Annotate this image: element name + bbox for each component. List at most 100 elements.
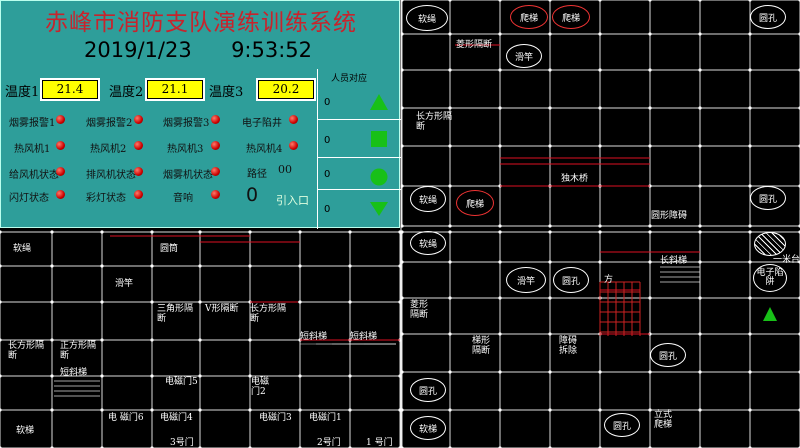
- triangle-down-icon[interactable]: [369, 201, 389, 217]
- staff-count-1: 0: [324, 97, 331, 108]
- grid-node: [448, 32, 452, 36]
- grid-node: [348, 264, 352, 268]
- grid-node: [248, 374, 252, 378]
- smoke-alarm-2-led: [134, 115, 143, 124]
- round-hole-r1[interactable]: 圆孔: [750, 186, 786, 210]
- round-hole-r2[interactable]: 圆孔: [553, 267, 589, 293]
- grid-node: [448, 144, 452, 148]
- grid-node: [548, 144, 552, 148]
- staff-header: 人员对应: [331, 74, 368, 84]
- grid-node: [598, 106, 602, 110]
- grid-node: [100, 408, 104, 412]
- slide-pole-ll: 滑竿: [115, 279, 134, 289]
- grid-node: [50, 230, 54, 234]
- sound-led: [211, 190, 220, 199]
- heater-2-label: 热风机2: [90, 144, 127, 155]
- grid-node: [698, 296, 702, 300]
- soft-ladder-r[interactable]: 软梯: [410, 416, 446, 440]
- grid-node: [498, 0, 502, 2]
- grid-node: [448, 230, 452, 234]
- grid-node: [50, 264, 54, 268]
- climb-ladder-2[interactable]: 爬梯: [552, 5, 590, 29]
- soft-rope-r[interactable]: 软绳: [410, 186, 446, 212]
- grid-node: [448, 332, 452, 336]
- gate-3: 3号门: [170, 438, 194, 448]
- climb-ladder-3[interactable]: 爬梯: [456, 190, 494, 216]
- grid-node: [698, 230, 702, 234]
- slide-pole-lr[interactable]: 滑竿: [506, 267, 546, 293]
- staff-row-divider: [317, 119, 401, 120]
- soft-rope-lr[interactable]: 软绳: [410, 231, 446, 255]
- grid-node: [248, 264, 252, 268]
- date-time: 2019/1/23 9:53:52: [84, 38, 312, 62]
- round-hole-r5[interactable]: 圆孔: [604, 413, 640, 437]
- grid-node: [498, 296, 502, 300]
- grid-node: [298, 264, 302, 268]
- grid-node: [150, 374, 154, 378]
- grid-node: [598, 68, 602, 72]
- grid-node: [0, 264, 2, 268]
- one-meter-label: 一米台: [773, 255, 800, 265]
- color-light-led: [134, 190, 143, 199]
- slide-pole-ur[interactable]: 滑竿: [506, 44, 542, 68]
- grid-node: [198, 408, 202, 412]
- grid-node: [100, 264, 104, 268]
- grid-node: [598, 370, 602, 374]
- grid-node: [648, 224, 652, 228]
- grid-node: [150, 230, 154, 234]
- grid-node: [448, 0, 452, 2]
- staff-count-2: 0: [324, 135, 331, 146]
- grid-node: [298, 374, 302, 378]
- round-hole-r4[interactable]: 圆孔: [410, 378, 446, 402]
- guide-entrance[interactable]: 引入口: [276, 194, 309, 207]
- grid-node: [248, 338, 252, 342]
- grid-node: [648, 0, 652, 2]
- grid-node: [0, 300, 2, 304]
- climb-ladder-1[interactable]: 爬梯: [510, 5, 548, 29]
- staff-count-3: 0: [324, 169, 331, 180]
- round-hole-r3[interactable]: 圆孔: [650, 343, 686, 367]
- soft-rope-ur[interactable]: 软绳: [406, 5, 448, 31]
- grid-node: [698, 0, 702, 2]
- v-partition: V形隔断: [205, 304, 239, 314]
- strobe-label: 闪灯状态: [9, 193, 49, 204]
- grid-node: [298, 408, 302, 412]
- square-partition: 正方形隔断: [60, 341, 97, 361]
- grid-node: [648, 230, 652, 234]
- grid-node: [50, 374, 54, 378]
- electronic-trap[interactable]: 电子陷阱: [753, 264, 787, 292]
- short-ladder-3: 短斜梯: [60, 368, 88, 378]
- electronic-trap-label: 电子陷井: [242, 118, 282, 129]
- grid-node: [748, 408, 752, 412]
- rect-partition-ll: 长方形隔断: [250, 304, 287, 324]
- grid-node: [648, 408, 652, 412]
- grid-node: [100, 300, 104, 304]
- triangle-up-icon[interactable]: [369, 93, 389, 111]
- short-ladder-1: 短斜梯: [300, 332, 328, 342]
- grid-node: [748, 230, 752, 234]
- grid-node: [748, 224, 752, 228]
- grid-node: [448, 408, 452, 412]
- grid-node: [448, 68, 452, 72]
- one-meter-platform[interactable]: [754, 232, 786, 256]
- grid-node: [498, 32, 502, 36]
- grid-node: [150, 408, 154, 412]
- grid-node: [698, 370, 702, 374]
- grid-node: [598, 408, 602, 412]
- grid-node: [150, 338, 154, 342]
- route-value: 00: [278, 163, 292, 176]
- heater-3-label: 热风机3: [167, 144, 204, 155]
- color-light-label: 彩灯状态: [86, 193, 126, 204]
- rect-partition-ll2: 长方形隔断: [8, 341, 45, 361]
- staff-count-4: 0: [324, 204, 331, 215]
- round-hole-ur[interactable]: 圆孔: [750, 5, 786, 29]
- vertical-ladder: 立式爬梯: [654, 410, 673, 430]
- grid-node: [448, 106, 452, 110]
- square-icon[interactable]: [370, 130, 388, 148]
- grid-node: [0, 374, 2, 378]
- circle-icon[interactable]: [369, 167, 389, 187]
- grid-node: [748, 68, 752, 72]
- grid-node: [298, 230, 302, 234]
- grid-node: [648, 68, 652, 72]
